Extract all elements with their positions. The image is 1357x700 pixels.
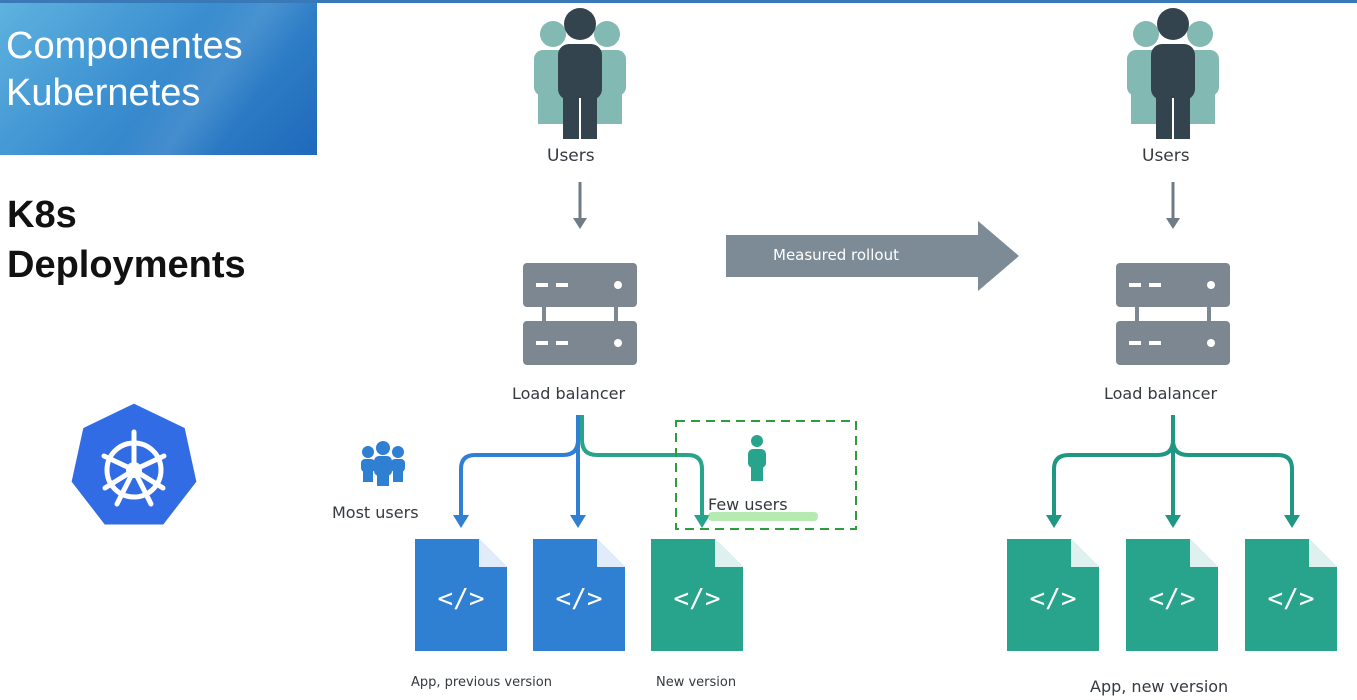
deployment-diagram-graphics: </> </> </> </> </> </>: [361, 8, 1337, 651]
slide-sidebar: Componentes Kubernetes K8s Deployments: [0, 0, 320, 700]
top-accent-strip: [0, 0, 1357, 3]
arrowhead-right-3: [1284, 515, 1300, 528]
few-users-label: Few users: [708, 495, 788, 514]
traffic-split-left: [459, 415, 704, 518]
code-glyph-6: </>: [1268, 584, 1315, 614]
down-arrow-left: [573, 182, 587, 229]
title-banner-sheen: [80, 0, 320, 155]
code-glyph-4: </>: [1030, 584, 1077, 614]
load-balancer-icon-right: [1116, 263, 1230, 365]
subtitle-line-1: K8s: [7, 194, 77, 236]
code-glyphs: </> </> </> </> </> </>: [438, 584, 1315, 614]
traffic-split-right: [1052, 415, 1294, 518]
arrowhead-new-version: [694, 515, 710, 528]
most-users-label: Most users: [332, 503, 419, 522]
users-label-left: Users: [547, 146, 595, 166]
single-user-icon: [748, 435, 766, 481]
app-previous-version-label: App, previous version: [411, 675, 552, 690]
arrowhead-right-2: [1165, 515, 1181, 528]
code-glyph-2: </>: [556, 584, 603, 614]
measured-rollout-label: Measured rollout: [773, 246, 899, 264]
app-new-version-label: App, new version: [1090, 677, 1229, 696]
kubernetes-logo-icon: [68, 400, 200, 528]
down-arrow-right: [1166, 182, 1180, 229]
kubernetes-wheel-hub: [126, 462, 142, 478]
load-balancer-icon-left: [523, 263, 637, 365]
canary-highlight-box: [675, 420, 857, 530]
measured-rollout-arrow: [726, 221, 1019, 291]
users-label-right: Users: [1142, 146, 1190, 166]
slide-title-line-1: Componentes: [6, 25, 243, 67]
code-glyph-5: </>: [1149, 584, 1196, 614]
arrowhead-right-1: [1046, 515, 1062, 528]
few-users-highlight: [708, 512, 818, 521]
arrowhead-previous-1: [453, 515, 469, 528]
arrowhead-previous-2: [570, 515, 586, 528]
users-icon-left: [534, 8, 626, 139]
subtitle-line-2: Deployments: [7, 244, 246, 286]
slide-title-line-2: Kubernetes: [6, 72, 201, 114]
slide-subtitle: K8s Deployments: [7, 190, 246, 290]
code-glyph-3: </>: [674, 584, 721, 614]
deployment-diagram: </> </> </> </> </> </> Users Users Load…: [317, 3, 1357, 700]
load-balancer-label-right: Load balancer: [1104, 384, 1218, 403]
users-icon-right: [1127, 8, 1219, 139]
new-version-label: New version: [656, 675, 737, 690]
title-banner: Componentes Kubernetes: [0, 0, 320, 155]
code-glyph-1: </>: [438, 584, 485, 614]
load-balancer-label-left: Load balancer: [512, 384, 626, 403]
most-users-icon: [361, 441, 405, 486]
